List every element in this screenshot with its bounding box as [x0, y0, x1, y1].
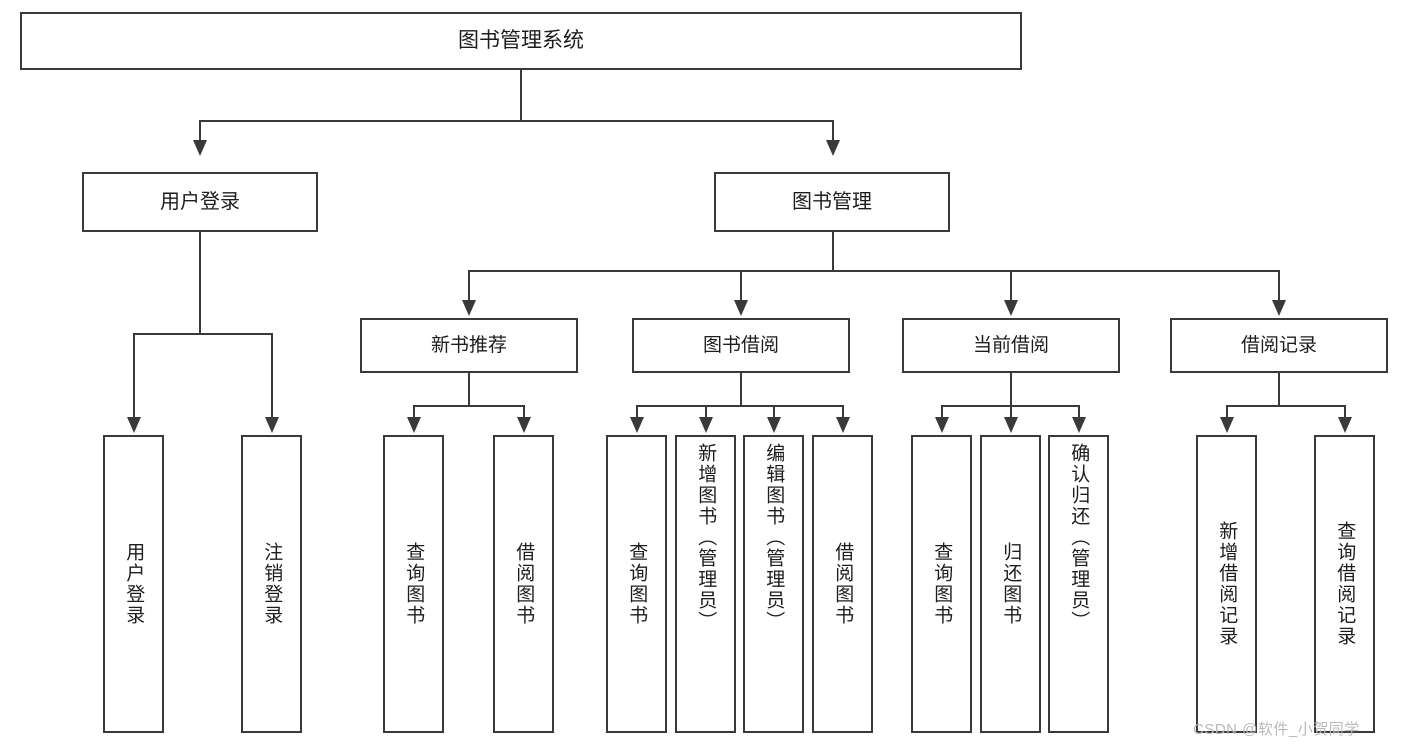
leaf-return-book[interactable]: 归还图书	[980, 435, 1041, 733]
connector-book-management-bar	[468, 270, 1280, 272]
connector-new-book-leaf1	[413, 405, 415, 419]
leaf-label: 归还图书	[1000, 542, 1022, 626]
connector-borrow-record-bar	[1226, 405, 1346, 407]
leaf-user-login[interactable]: 用户登录	[103, 435, 164, 733]
leaf-borrow-book[interactable]: 借阅图书	[812, 435, 873, 733]
connector-new-book-stem	[468, 373, 470, 405]
leaf-logout-login[interactable]: 注销登录	[241, 435, 302, 733]
leaf-label: 查询图书	[626, 542, 648, 626]
arrow-book-borrow-leaf1	[630, 417, 644, 433]
arrow-to-book-management	[826, 140, 840, 156]
arrow-to-user-login	[193, 140, 207, 156]
node-book-management[interactable]: 图书管理	[714, 172, 950, 232]
connector-book-borrow-leaf2	[705, 405, 707, 419]
csdn-watermark: CSDN @软件_小贺同学	[1193, 721, 1360, 738]
connector-borrow-record-leaf1	[1226, 405, 1228, 419]
leaf-add-book-admin[interactable]: 新增图书（管理员）	[675, 435, 736, 733]
connector-root-stem	[520, 70, 522, 120]
arrow-current-borrow-leaf1	[935, 417, 949, 433]
arrow-book-borrow-leaf3	[767, 417, 781, 433]
leaf-query-book-recommend[interactable]: 查询图书	[383, 435, 444, 733]
arrow-current-borrow-leaf3	[1072, 417, 1086, 433]
connector-book-borrow-bar	[636, 405, 844, 407]
connector-user-login-stem	[199, 232, 201, 333]
leaf-label: 编辑图书（管理员）	[763, 443, 785, 632]
node-book-borrow[interactable]: 图书借阅	[632, 318, 850, 373]
connector-book-borrow-leaf1	[636, 405, 638, 419]
connector-to-current-borrow	[1010, 270, 1012, 302]
connector-to-new-book-recommend	[468, 270, 470, 302]
arrow-book-borrow-leaf2	[699, 417, 713, 433]
leaf-label: 注销登录	[261, 542, 283, 626]
arrow-to-new-book-recommend	[462, 300, 476, 316]
leaf-query-book-current[interactable]: 查询图书	[911, 435, 972, 733]
connector-book-borrow-stem	[740, 373, 742, 405]
connector-current-borrow-leaf3	[1078, 405, 1080, 419]
connector-book-management-stem	[832, 232, 834, 270]
arrow-new-book-leaf2	[517, 417, 531, 433]
connector-user-login-bar	[133, 333, 271, 335]
leaf-label: 查询图书	[931, 542, 953, 626]
leaf-label: 用户登录	[123, 542, 145, 626]
arrow-borrow-record-leaf2	[1338, 417, 1352, 433]
leaf-edit-book-admin[interactable]: 编辑图书（管理员）	[743, 435, 804, 733]
arrow-to-logout-leaf	[265, 417, 279, 433]
leaf-label: 新增图书（管理员）	[695, 443, 717, 632]
node-label: 图书借阅	[702, 334, 779, 356]
arrow-to-book-borrow	[734, 300, 748, 316]
connector-to-borrow-record	[1278, 270, 1280, 302]
node-label: 当前借阅	[972, 334, 1049, 356]
arrow-to-current-borrow	[1004, 300, 1018, 316]
node-root-library-management-system[interactable]: 图书管理系统	[20, 12, 1022, 70]
connector-user-login-leaf1	[133, 333, 135, 419]
connector-current-borrow-stem	[1010, 373, 1012, 405]
arrow-to-borrow-record	[1272, 300, 1286, 316]
arrow-new-book-leaf1	[407, 417, 421, 433]
connector-to-book-borrow	[740, 270, 742, 302]
connector-root-to-book-management	[832, 120, 834, 142]
node-label: 用户登录	[160, 190, 240, 213]
node-current-borrow[interactable]: 当前借阅	[902, 318, 1120, 373]
connector-borrow-record-leaf2	[1344, 405, 1346, 419]
leaf-borrow-book-recommend[interactable]: 借阅图书	[493, 435, 554, 733]
node-label: 图书管理	[792, 190, 872, 213]
arrow-to-user-login-leaf	[127, 417, 141, 433]
arrow-current-borrow-leaf2	[1004, 417, 1018, 433]
connector-book-borrow-leaf3	[773, 405, 775, 419]
connector-new-book-bar	[413, 405, 525, 407]
leaf-query-book-borrow[interactable]: 查询图书	[606, 435, 667, 733]
leaf-label: 借阅图书	[832, 542, 854, 626]
node-label: 图书管理系统	[458, 28, 584, 52]
arrow-book-borrow-leaf4	[836, 417, 850, 433]
leaf-label: 查询借阅记录	[1334, 521, 1356, 647]
node-label: 借阅记录	[1240, 334, 1317, 356]
connector-user-login-leaf2	[271, 333, 273, 419]
leaf-add-borrow-record[interactable]: 新增借阅记录	[1196, 435, 1257, 733]
node-borrow-record[interactable]: 借阅记录	[1170, 318, 1388, 373]
arrow-borrow-record-leaf1	[1220, 417, 1234, 433]
node-user-login[interactable]: 用户登录	[82, 172, 318, 232]
connector-current-borrow-leaf2	[1010, 405, 1012, 419]
leaf-query-borrow-record[interactable]: 查询借阅记录	[1314, 435, 1375, 733]
leaf-label: 查询图书	[403, 542, 425, 626]
leaf-label: 确认归还（管理员）	[1068, 443, 1090, 632]
connector-current-borrow-leaf1	[941, 405, 943, 419]
node-label: 新书推荐	[430, 334, 507, 356]
leaf-label: 借阅图书	[513, 542, 535, 626]
connector-borrow-record-stem	[1278, 373, 1280, 405]
connector-book-borrow-leaf4	[842, 405, 844, 419]
connector-root-to-user-login	[199, 120, 201, 142]
leaf-confirm-return-admin[interactable]: 确认归还（管理员）	[1048, 435, 1109, 733]
leaf-label: 新增借阅记录	[1216, 521, 1238, 647]
connector-new-book-leaf2	[523, 405, 525, 419]
connector-root-bar	[199, 120, 834, 122]
node-new-book-recommend[interactable]: 新书推荐	[360, 318, 578, 373]
